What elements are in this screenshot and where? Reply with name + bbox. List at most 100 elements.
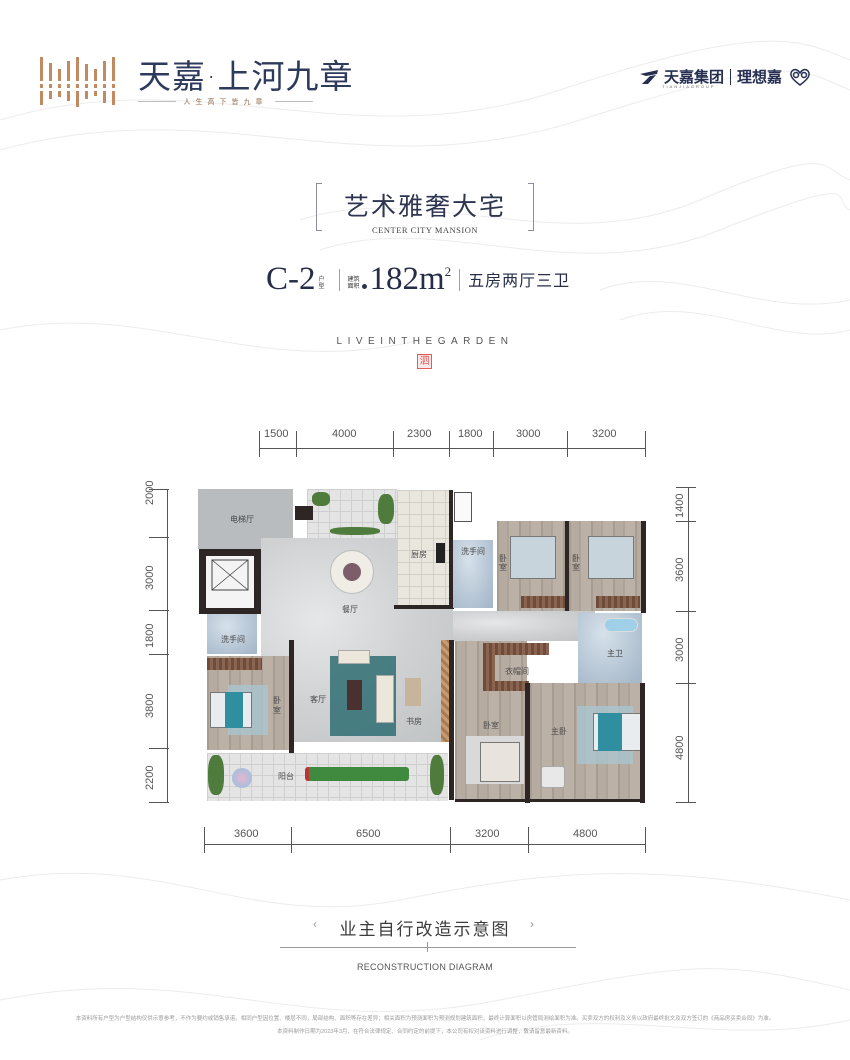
diagram-title-english: RECONSTRUCTION DIAGRAM [356, 962, 494, 972]
dimension-tick [493, 431, 494, 457]
dimension-top-3: 2300 [407, 428, 432, 440]
dimension-top-6: 3200 [592, 428, 617, 440]
left-dimension-line [167, 489, 168, 803]
spec-divider [459, 269, 461, 291]
dimension-tick [204, 827, 205, 853]
label-bedroom-bottom: 卧室 [483, 721, 499, 730]
dimension-tick [645, 827, 646, 853]
partner-knot-logo-icon [790, 68, 810, 86]
brand-divider [730, 68, 732, 85]
dimension-tick [645, 431, 646, 457]
duvet [598, 713, 622, 751]
wall [565, 521, 569, 613]
wall [394, 605, 454, 609]
room-powder-mid [453, 540, 493, 608]
wall [641, 521, 646, 613]
diagram-title-tick [427, 942, 428, 952]
dimension-right-3: 3000 [674, 637, 686, 662]
closet-shelf [483, 643, 549, 655]
wardrobe [207, 658, 262, 670]
plant-icon [312, 492, 330, 506]
diagram-title-rule [280, 947, 576, 948]
wall [295, 506, 313, 520]
left-ornament-icon: ‹ [313, 917, 317, 931]
dimension-tick [149, 748, 169, 749]
project-logo-bars-icon [40, 57, 115, 107]
dimension-top-2: 4000 [332, 428, 357, 440]
dimension-tick [259, 431, 260, 457]
wardrobe [596, 596, 640, 608]
title-block: 艺术雅奢大宅 CENTER CITY MANSION [316, 183, 534, 235]
left-bracket [316, 183, 322, 231]
label-powder-left: 洗手间 [221, 635, 245, 644]
desk-icon [405, 678, 421, 706]
right-bracket [528, 183, 534, 231]
sofa-icon [338, 650, 370, 664]
elevator-cross-icon [211, 559, 249, 591]
dimension-tick [528, 827, 529, 853]
elevator-car [206, 556, 254, 608]
unit-code: C-2 [266, 261, 316, 297]
dimension-left-3: 1800 [144, 623, 156, 648]
room-corridor [453, 611, 595, 641]
label-powder-mid: 洗手间 [461, 547, 485, 556]
dimension-tick [149, 610, 169, 611]
dimension-tick [676, 683, 696, 684]
closet-shelf [483, 681, 529, 691]
tianjia-group-mark-icon [640, 69, 658, 84]
label-master-bedroom: 主卧 [551, 727, 567, 736]
dimension-tick [291, 827, 292, 853]
right-dimension-line [688, 487, 689, 803]
dimension-bottom-2: 6500 [356, 828, 381, 840]
label-bedroom-top-2: 卧室 [572, 554, 580, 572]
area-label: 建筑面积 [347, 276, 360, 290]
dimension-left-2: 3000 [144, 565, 156, 590]
dimension-right-1: 1400 [674, 493, 686, 518]
bathtub-icon [604, 618, 638, 632]
brand-group-name: 天嘉集团 [664, 68, 725, 86]
dimension-right-4: 4800 [674, 735, 686, 760]
label-master-bath: 主卫 [607, 649, 623, 658]
top-dimension-line [259, 448, 645, 449]
dimension-right-2: 3600 [674, 557, 686, 582]
bed-icon [588, 536, 634, 579]
coffee-table-icon [347, 680, 362, 710]
dimension-left-4: 3800 [144, 693, 156, 718]
label-balcony: 阳台 [278, 772, 294, 781]
duvet [225, 692, 243, 728]
dimension-tick [676, 487, 696, 488]
disclaimer-line-2: 本资料制作日期为2023年3月，在符合法律规定、合同约定的前提下，本公司有权对该… [277, 1029, 573, 1035]
label-elevator-lobby: 电梯厅 [230, 515, 254, 524]
room-configuration: 五房两厅三卫 [468, 271, 571, 290]
wall [455, 799, 645, 802]
dimension-bottom-3: 3200 [475, 828, 500, 840]
unit-spec-row: C-2 户型 建筑面积 182m 2 五房两厅三卫 [266, 262, 570, 296]
plant-icon [378, 494, 394, 524]
wall [525, 683, 530, 803]
dimension-left-1: 2000 [144, 480, 156, 505]
project-logo-title: 天嘉·上河九章 [138, 57, 354, 96]
project-logo-subtitle: 人生高下皆九章 [138, 97, 313, 107]
spec-divider [338, 269, 340, 291]
bookshelf [441, 640, 449, 742]
dimension-tick [449, 431, 450, 457]
armchair-icon [541, 766, 565, 788]
diagram-title: 业主自行改造示意图 [339, 920, 511, 940]
area-value: 182m [369, 261, 445, 297]
right-ornament-icon: › [530, 917, 534, 931]
wardrobe [521, 596, 565, 608]
dimension-tick [450, 827, 451, 853]
bed-icon [510, 536, 556, 579]
area-dot-icon [361, 284, 367, 289]
dimension-tick [296, 431, 297, 457]
bed-icon [480, 742, 520, 782]
sofa-icon [376, 675, 394, 723]
label-walk-in-closet: 衣帽间 [505, 667, 529, 676]
dimension-tick [149, 489, 169, 490]
plant-icon [208, 755, 224, 795]
label-kitchen: 厨房 [411, 550, 427, 559]
plant-icon [430, 755, 444, 795]
table-centerpiece-icon [343, 563, 361, 581]
dimension-top-1: 1500 [264, 428, 289, 440]
developer-brand: 天嘉集团 理想嘉 [640, 66, 812, 87]
